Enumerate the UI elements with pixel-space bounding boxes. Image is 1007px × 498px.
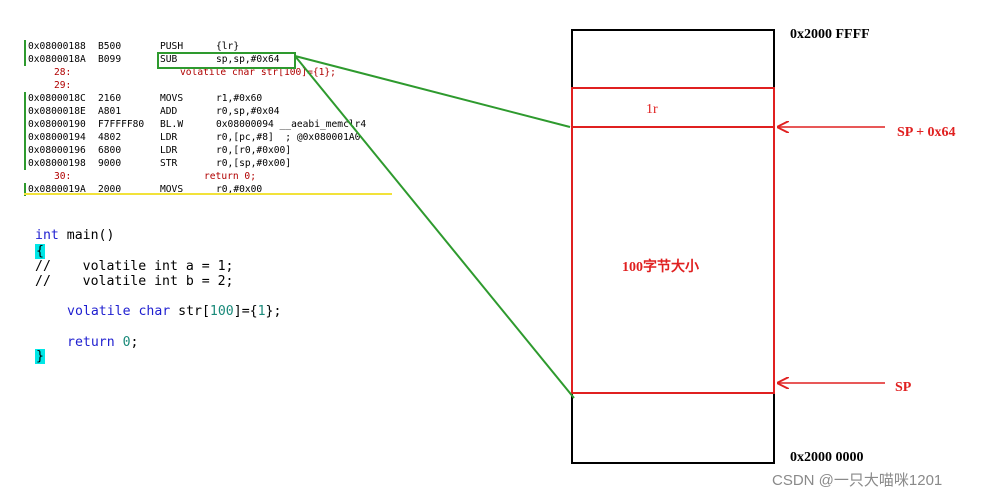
asm-mnemonic: BL.W	[160, 119, 184, 130]
asm-address: 0x0800018A	[28, 54, 86, 65]
code-line: volatile char str[100]={1};	[67, 304, 281, 320]
asm-operands: r0,sp,#0x04	[216, 106, 280, 117]
c-source-code: int main() { // volatile int a = 1; // v…	[35, 228, 335, 368]
asm-address: 0x08000198	[28, 158, 86, 169]
number-literal: 0	[122, 335, 131, 350]
block-size-label: 100字节大小	[622, 260, 699, 275]
sub-instruction-highlight	[157, 52, 296, 69]
connector-line-top	[294, 55, 571, 128]
asm-mnemonic: ADD	[160, 106, 178, 117]
asm-hex: 2000	[98, 184, 122, 195]
gutter-mark	[24, 157, 26, 170]
gutter-mark	[24, 118, 26, 131]
asm-hex: B099	[98, 54, 122, 65]
disassembly-panel: 0x08000188 B500 PUSH {lr} 0x0800018A B099 SUB s…	[24, 40, 394, 197]
asm-mnemonic: MOVS	[160, 93, 184, 104]
asm-address: 0x08000196	[28, 145, 86, 156]
disassembly-gutter	[24, 40, 27, 196]
close-brace: }	[35, 349, 45, 364]
code-text: ]={	[233, 304, 258, 319]
asm-operands: 0x08000094 __aeabi_memclr4	[216, 119, 367, 130]
keyword: return	[67, 335, 115, 350]
memory-box	[571, 29, 775, 464]
asm-operands: r0,#0x00	[216, 184, 263, 195]
asm-address: 0x0800019A	[28, 184, 86, 195]
source-line-number: 28:	[54, 67, 72, 78]
asm-hex: 2160	[98, 93, 122, 104]
sp-plus-label: SP + 0x64	[897, 125, 956, 140]
asm-address: 0x0800018C	[28, 93, 86, 104]
source-line-number: 30:	[54, 171, 72, 182]
gutter-mark	[24, 131, 26, 144]
number-literal: 1	[257, 304, 266, 319]
gutter-mark	[24, 144, 26, 157]
asm-operands: {lr}	[216, 41, 240, 52]
sp-label: SP	[895, 380, 912, 395]
asm-mnemonic: SUB	[160, 54, 178, 65]
asm-operands: sp,sp,#0x64	[216, 54, 280, 65]
asm-mnemonic: MOVS	[160, 184, 184, 195]
code-comment-line: // volatile int a = 1;	[35, 259, 234, 274]
source-line-code: volatile char str[100]={1};	[180, 67, 336, 78]
gutter-mark	[24, 40, 26, 53]
asm-hex: A801	[98, 106, 122, 117]
open-brace: {	[35, 244, 45, 259]
asm-hex: 4802	[98, 132, 122, 143]
watermark: CSDN @一只大喵咪1201	[772, 472, 943, 489]
code-text: ;	[130, 335, 139, 350]
keyword: int	[35, 228, 59, 243]
asm-hex: F7FFFF80	[98, 119, 145, 130]
code-line: {	[35, 244, 45, 260]
gutter-mark	[24, 183, 26, 196]
asm-operands: r0,[sp,#0x00]	[216, 158, 292, 169]
gutter-mark	[24, 92, 26, 105]
number-literal: 100	[209, 304, 234, 319]
asm-address: 0x0800018E	[28, 106, 86, 117]
asm-mnemonic: STR	[160, 158, 178, 169]
code-text: str[	[170, 304, 210, 319]
asm-operands: r1,#0x60	[216, 93, 263, 104]
code-text: };	[265, 304, 282, 319]
asm-hex: 9000	[98, 158, 122, 169]
keyword: volatile char	[67, 304, 171, 319]
asm-mnemonic: LDR	[160, 145, 178, 156]
code-line: int main()	[35, 228, 114, 244]
asm-address: 0x08000190	[28, 119, 86, 130]
code-text: main()	[58, 228, 115, 243]
disassembly-bottom-rule	[24, 193, 392, 195]
source-line-code: return 0;	[204, 171, 256, 182]
asm-mnemonic: LDR	[160, 132, 178, 143]
asm-hex: B500	[98, 41, 122, 52]
gutter-mark	[24, 105, 26, 118]
top-address-label: 0x2000 FFFF	[790, 27, 870, 42]
source-line-number: 29:	[54, 80, 72, 91]
connector-line-bottom	[294, 55, 575, 399]
stack-region	[571, 87, 775, 394]
lr-label: 1r	[646, 102, 658, 117]
code-comment-line: // volatile int b = 2;	[35, 274, 234, 289]
gutter-mark	[24, 53, 26, 66]
asm-address: 0x08000188	[28, 41, 86, 52]
asm-mnemonic: PUSH	[160, 41, 184, 52]
asm-hex: 6800	[98, 145, 122, 156]
code-line: return 0;	[67, 335, 139, 351]
code-line: }	[35, 349, 45, 365]
asm-address: 0x08000194	[28, 132, 86, 143]
bottom-address-label: 0x2000 0000	[790, 450, 864, 465]
asm-operands: r0,[r0,#0x00]	[216, 145, 292, 156]
asm-operands: r0,[pc,#8] ; @0x080001A0	[216, 132, 361, 143]
